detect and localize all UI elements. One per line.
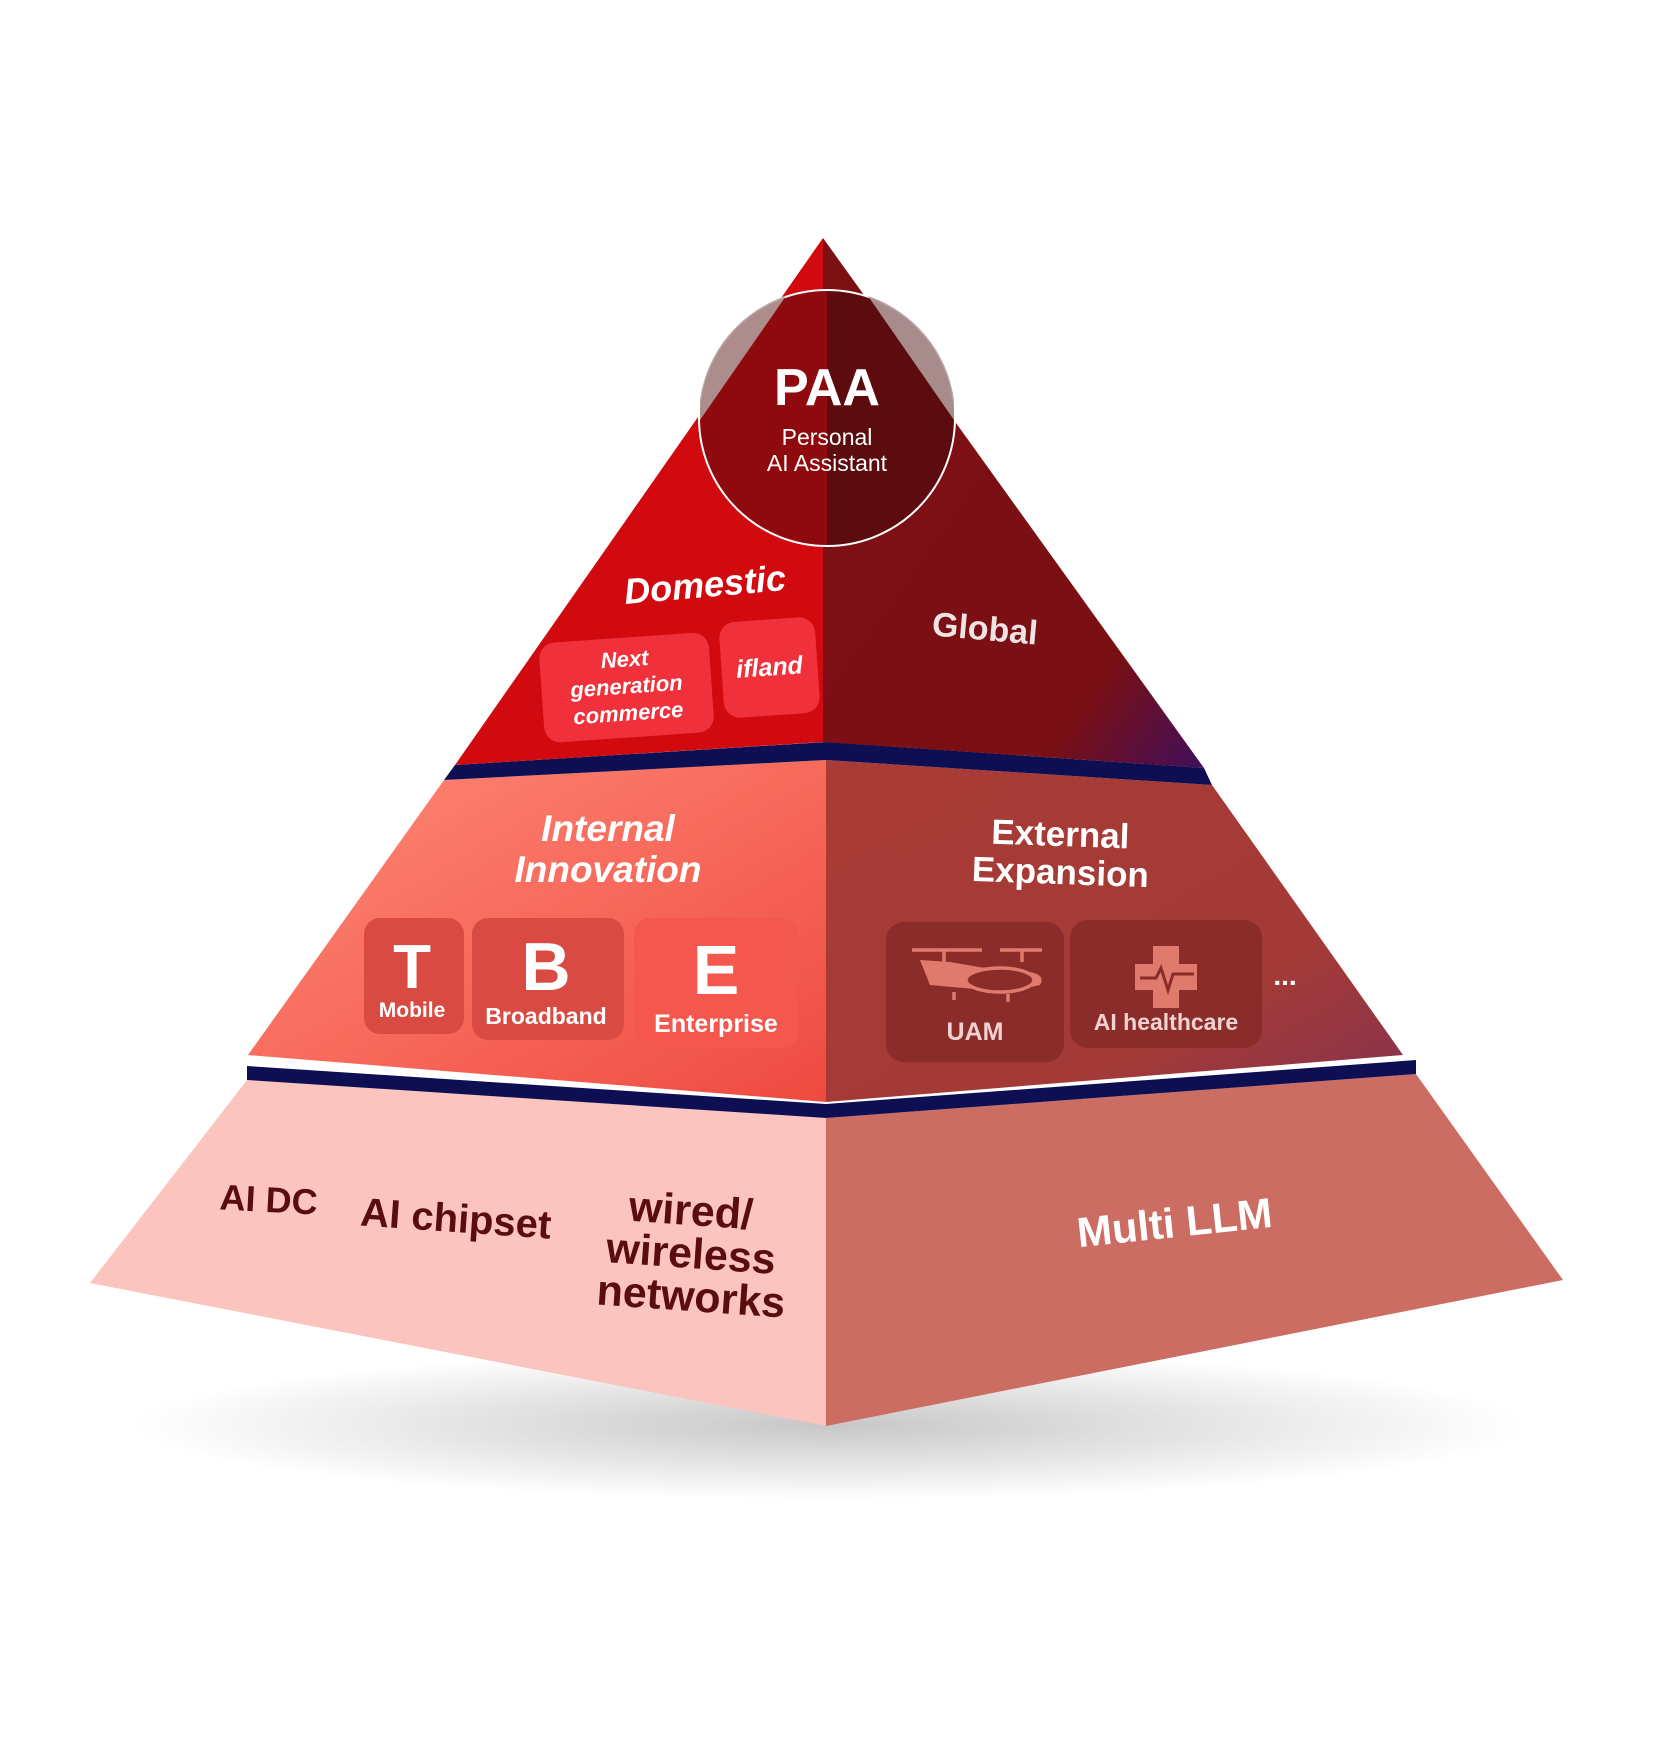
t-logo-icon: T bbox=[393, 933, 431, 1002]
ifland-chip bbox=[719, 617, 820, 718]
tile-enterprise-label: Enterprise bbox=[654, 1010, 778, 1038]
medical-cross-icon bbox=[1135, 946, 1197, 1008]
more-indicator: ... bbox=[1273, 960, 1296, 991]
tile-uam-label: UAM bbox=[947, 1018, 1004, 1046]
e-logo-icon: E bbox=[693, 931, 740, 1009]
paa-label-group: PAA Personal AI Assistant bbox=[767, 359, 888, 476]
domestic-chips: Next generation commerce ifland bbox=[539, 617, 820, 743]
internal-innovation-line1: Internal bbox=[541, 808, 675, 849]
paa-title: PAA bbox=[774, 359, 880, 417]
networks-line1: wired/ bbox=[626, 1183, 754, 1240]
tile-uam: UAM bbox=[886, 922, 1064, 1062]
external-expansion-line1: External bbox=[991, 813, 1130, 857]
b-logo-icon: B bbox=[521, 929, 570, 1005]
tile-mobile-label: Mobile bbox=[379, 999, 446, 1022]
base-seam bbox=[247, 1066, 826, 1118]
internal-innovation-line2: Innovation bbox=[514, 849, 701, 890]
tile-ai-healthcare-label: AI healthcare bbox=[1094, 1009, 1238, 1035]
next-generation-commerce-chip bbox=[539, 632, 714, 743]
chip-ifland: ifland bbox=[735, 651, 804, 684]
base-tier bbox=[90, 1060, 1563, 1426]
ai-dc-label: AI DC bbox=[219, 1176, 319, 1222]
paa-circle bbox=[698, 289, 956, 547]
networks-line2: wireless bbox=[604, 1224, 778, 1284]
base-left-face bbox=[90, 1080, 826, 1426]
tile-ai-healthcare: AI healthcare bbox=[1070, 920, 1262, 1048]
tile-mobile: T Mobile bbox=[364, 918, 464, 1034]
paa-subtitle-line1: Personal bbox=[782, 424, 873, 450]
tile-broadband-label: Broadband bbox=[485, 1003, 606, 1029]
tile-broadband: B Broadband bbox=[472, 918, 624, 1040]
global-label: Global bbox=[931, 606, 1040, 653]
uam-aircraft-icon bbox=[912, 948, 1042, 1002]
base-right-face bbox=[826, 1074, 1563, 1426]
tile-enterprise: E Enterprise bbox=[634, 918, 798, 1048]
external-expansion-line2: Expansion bbox=[971, 850, 1149, 895]
mid-seam bbox=[444, 742, 826, 780]
chip-commerce-line1: Next bbox=[600, 645, 651, 673]
paa-subtitle-line2: AI Assistant bbox=[767, 450, 888, 476]
